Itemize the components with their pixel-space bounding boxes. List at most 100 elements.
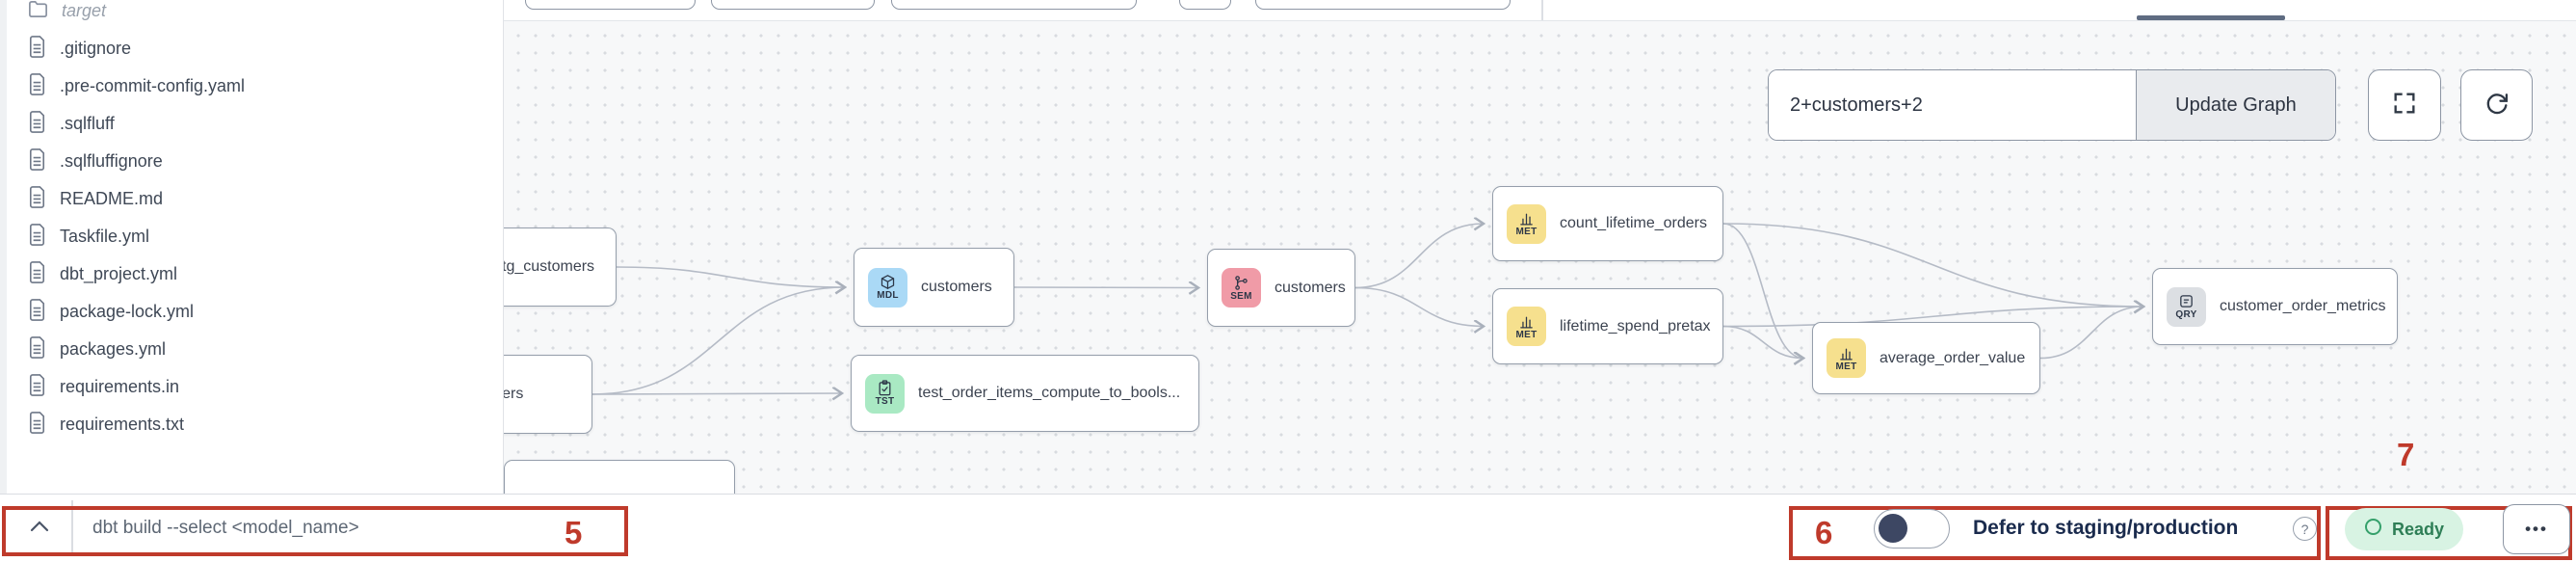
edge-lifetime_spend_pretax-to-customer_order_metrics bbox=[1722, 307, 2143, 328]
file-item-target[interactable]: target bbox=[0, 0, 503, 30]
fullscreen-icon bbox=[2391, 90, 2418, 121]
sidebar-scrollbar[interactable] bbox=[0, 0, 7, 494]
badge-label: QRY bbox=[2175, 309, 2197, 320]
file-item--sqlfluff[interactable]: .sqlfluff bbox=[0, 105, 503, 143]
edge-lifetime_spend_pretax-to-average_order_value bbox=[1722, 325, 1803, 359]
file-item--gitignore[interactable]: .gitignore bbox=[0, 30, 503, 67]
edge-orders-to-test_order_items bbox=[591, 393, 842, 394]
status-badge[interactable]: Ready bbox=[2345, 508, 2464, 550]
badge-label: MET bbox=[1515, 227, 1538, 237]
graph-node-partial_node[interactable] bbox=[504, 460, 735, 494]
file-icon bbox=[27, 72, 47, 100]
active-tab-indicator bbox=[2137, 15, 2285, 20]
file-item-label: .gitignore bbox=[60, 39, 132, 58]
met-badge: MET bbox=[1827, 338, 1866, 378]
toolbar-button-cutoff[interactable] bbox=[1255, 0, 1511, 10]
folder-icon bbox=[27, 0, 49, 25]
annotation-label-6: 6 bbox=[1815, 515, 1833, 550]
node-label: orders bbox=[504, 386, 524, 402]
refresh-button[interactable] bbox=[2460, 69, 2533, 141]
file-item-readme-md[interactable]: README.md bbox=[0, 180, 503, 218]
graph-node-orders[interactable]: MDLorders bbox=[504, 355, 592, 434]
tst-badge: TST bbox=[865, 373, 905, 414]
help-icon[interactable]: ? bbox=[2293, 517, 2317, 541]
file-icon bbox=[27, 223, 47, 251]
file-item-label: .pre-commit-config.yaml bbox=[60, 76, 246, 95]
lineage-selector-group: Update Graph bbox=[1768, 69, 2336, 141]
file-item--pre-commit-config-yaml[interactable]: .pre-commit-config.yaml bbox=[0, 67, 503, 105]
edge-count_lifetime_orders-to-customer_order_metrics bbox=[1722, 223, 2143, 307]
annotation-label-7: 7 bbox=[2397, 437, 2415, 472]
toolbar-strip bbox=[504, 0, 2576, 21]
file-icon bbox=[27, 185, 47, 213]
file-icon bbox=[27, 260, 47, 288]
lineage-edges bbox=[591, 21, 2576, 494]
file-item-label: requirements.in bbox=[60, 377, 180, 396]
toolbar-button-cutoff[interactable] bbox=[1179, 0, 1231, 10]
node-label: customers bbox=[1275, 279, 1346, 296]
toolbar-button-cutoff[interactable] bbox=[891, 0, 1137, 10]
node-label: stg_customers bbox=[504, 258, 595, 275]
file-item-label: packages.yml bbox=[60, 339, 167, 359]
file-icon bbox=[27, 335, 47, 363]
met-badge: MET bbox=[1507, 307, 1546, 346]
edge-stg_customers-to-customers_mdl bbox=[616, 266, 845, 287]
toolbar-button-cutoff[interactable] bbox=[711, 0, 875, 10]
graph-node-test_order_items[interactable]: TST test_order_items_compute_to_bools... bbox=[851, 355, 1199, 432]
file-item-label: requirements.txt bbox=[60, 415, 185, 434]
file-icon bbox=[27, 110, 47, 138]
file-item-requirements-txt[interactable]: requirements.txt bbox=[0, 406, 503, 443]
file-item-taskfile-yml[interactable]: Taskfile.yml bbox=[0, 218, 503, 255]
annotation-box-5 bbox=[2, 506, 628, 556]
collapse-panel-button[interactable] bbox=[29, 495, 50, 562]
file-list: target .gitignore .pre-commit-config.yaml.… bbox=[0, 0, 503, 443]
graph-node-customers_sem[interactable]: SEM customers bbox=[1207, 249, 1355, 327]
toggle-knob bbox=[1879, 514, 1907, 543]
status-label: Ready bbox=[2392, 519, 2445, 539]
file-item-label: package-lock.yml bbox=[60, 302, 195, 321]
edge-customers_sem-to-count_lifetime_orders bbox=[1354, 224, 1484, 289]
refresh-icon bbox=[2484, 90, 2510, 121]
node-label: customers bbox=[921, 279, 992, 295]
file-item-requirements-in[interactable]: requirements.in bbox=[0, 368, 503, 406]
file-item-label: dbt_project.yml bbox=[60, 264, 178, 283]
file-icon bbox=[27, 35, 47, 63]
bottom-command-bar: 5 6 Defer to staging/production ? Ready … bbox=[0, 494, 2576, 562]
graph-node-stg_customers[interactable]: MDLstg_customers bbox=[504, 227, 617, 307]
file-item-label: .sqlfluff bbox=[60, 114, 115, 133]
lineage-selector-input[interactable] bbox=[1769, 70, 2136, 140]
edge-customers_mdl-to-customers_sem bbox=[1013, 287, 1198, 288]
edge-count_lifetime_orders-to-average_order_value bbox=[1722, 223, 1803, 359]
sem-badge: SEM bbox=[1222, 268, 1261, 308]
file-item-packages-yml[interactable]: packages.yml bbox=[0, 331, 503, 368]
annotation-box-6 bbox=[1789, 506, 2321, 560]
file-item-label: README.md bbox=[60, 189, 164, 208]
edge-average_order_value-to-customer_order_metrics bbox=[2039, 307, 2143, 360]
fullscreen-button[interactable] bbox=[2368, 69, 2441, 141]
node-label: test_order_items_compute_to_bools... bbox=[918, 385, 1181, 401]
update-graph-button[interactable]: Update Graph bbox=[2136, 70, 2335, 140]
edge-orders-to-customers_mdl bbox=[591, 287, 845, 395]
file-icon bbox=[27, 298, 47, 326]
file-icon bbox=[27, 147, 47, 175]
more-options-button[interactable]: ••• bbox=[2503, 504, 2570, 554]
defer-toggle-label: Defer to staging/production bbox=[1973, 517, 2239, 539]
bottom-bar-divider bbox=[71, 500, 73, 556]
edge-customers_sem-to-lifetime_spend_pretax bbox=[1354, 286, 1484, 327]
chevron-up-icon bbox=[29, 520, 50, 538]
file-item-label: Taskfile.yml bbox=[60, 227, 150, 246]
defer-toggle[interactable] bbox=[1874, 509, 1950, 549]
toolbar-button-cutoff[interactable] bbox=[525, 0, 696, 10]
badge-label: SEM bbox=[1230, 290, 1252, 302]
badge-label: MET bbox=[1515, 329, 1538, 340]
dbt-command-input[interactable] bbox=[92, 495, 536, 562]
file-item-package-lock-yml[interactable]: package-lock.yml bbox=[0, 293, 503, 331]
file-icon bbox=[27, 373, 47, 401]
file-item-dbt-project-yml[interactable]: dbt_project.yml bbox=[0, 255, 503, 293]
file-item--sqlfluffignore[interactable]: .sqlfluffignore bbox=[0, 143, 503, 180]
